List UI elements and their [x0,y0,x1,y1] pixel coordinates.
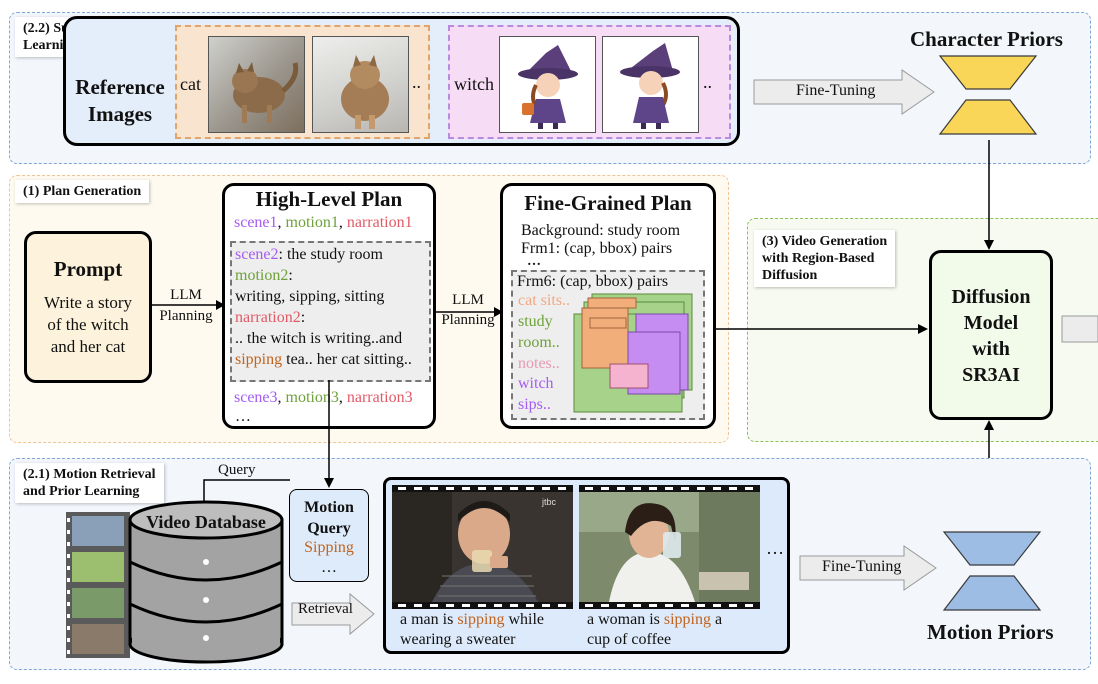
motion-retrieval-tag: (2.1) Motion Retrieval and Prior Learnin… [15,463,164,503]
motion2-key: motion2: [235,267,293,284]
fine-tuning-label-top: Fine-Tuning [796,82,876,99]
layout-bbox-diagram [573,293,693,413]
cat-label: cat [180,74,201,94]
clip-1-frame [392,492,573,602]
video-database-label: Video Database [146,512,266,532]
cat-more: .. [412,72,421,92]
witch-more: .. [703,72,712,92]
witch-image-2 [602,36,699,133]
arrow-highlevel-to-motion-query [324,380,334,488]
clip-2-sprockets [585,487,753,607]
retrieval-arrow [291,592,375,636]
arrow-character-priors-to-model [984,140,994,250]
plan-generation-tag: (1) Plan Generation [15,180,150,203]
motion-query-value: Sipping [304,539,354,556]
clip-1-watermark: jtbc [542,497,557,507]
witch-image-1 [499,36,596,133]
narration2-key: narration2: [235,309,306,326]
caption-notes: notes.. [518,355,560,372]
motion-priors-icon [942,531,1042,611]
llm-planning-2b: Planning [441,312,495,328]
scene2-detail-box [230,241,431,382]
arrow-plan-to-model [716,324,928,334]
cat-photo-1 [208,36,305,133]
fine-tuning-arrow-bottom [799,545,937,591]
fine-tuning-arrow-top [753,69,935,115]
film-strip-thumbnails [66,512,130,658]
diffusion-model-box [929,250,1053,420]
motion-priors-title: Motion Priors [927,620,1054,644]
arrow-highlevel-to-finegrained [436,307,503,317]
motion-query-box [289,489,369,582]
llm-planning-1b: Planning [159,308,213,324]
clip-1-sprockets [398,487,566,607]
motion-query-dots: … [321,559,337,576]
character-priors-icon [938,55,1038,135]
video-generation-tag: (3) Video Generation with Region-Based D… [754,230,896,287]
video-database-icon [128,500,284,664]
high-level-row1: scene1, motion1, narration1 [234,214,413,231]
character-priors-title: Character Priors [910,27,1063,51]
motion-query-title: Motion Query [304,499,354,537]
witch-label: witch [454,74,494,94]
retrieval-label: Retrieval [298,601,353,617]
fine-grained-frm1: Frm1: (cap, bbox) pairs [521,240,673,257]
output-arrow-stub [1061,315,1098,343]
clips-more: … [766,538,784,558]
query-label: Query [218,462,256,478]
prompt-title: Prompt [53,257,123,281]
fine-grained-plan-title: Fine-Grained Plan [524,191,692,215]
caption-study: study [518,313,553,330]
llm-planning-1: LLM [170,287,202,303]
high-level-row3: scene3, motion3, narration3 [234,389,413,406]
diffusion-model-label: Diffusion Model with SR3AI [951,286,1031,386]
motion2-val: writing, sipping, sitting [235,288,385,305]
reference-images-title: Reference Images [75,75,165,126]
llm-planning-2: LLM [452,292,484,308]
prompt-text: Write a story of the witch and her cat [43,293,133,356]
arrow-prompt-to-highlevel [152,300,225,310]
narration2-line2: sipping tea.. her cat sitting.. [235,351,412,368]
fine-grained-frm6: Frm6: (cap, bbox) pairs [517,273,669,290]
caption-room: room.. [518,334,560,351]
fine-tuning-label-bottom: Fine-Tuning [822,558,902,575]
caption-sips: sips.. [518,396,551,413]
narration2-line1: .. the witch is writing..and [235,330,403,347]
clip-2-frame [579,492,760,602]
high-level-plan-title: High-Level Plan [255,187,403,211]
high-level-ellipsis: … [235,408,251,425]
caption-cat-sits: cat sits.. [518,292,570,309]
fine-grained-dots: … [527,254,541,269]
scene2-line: scene2: the study room [235,246,383,263]
cat-photo-2 [312,36,409,133]
clip-1-caption: a man is sipping while wearing a sweater [400,611,544,648]
clip-2-caption: a woman is sipping a cup of coffee [587,611,723,648]
fine-grained-background: Background: study room [521,222,681,239]
caption-witch: witch [518,375,554,392]
prompt-box [24,231,152,383]
